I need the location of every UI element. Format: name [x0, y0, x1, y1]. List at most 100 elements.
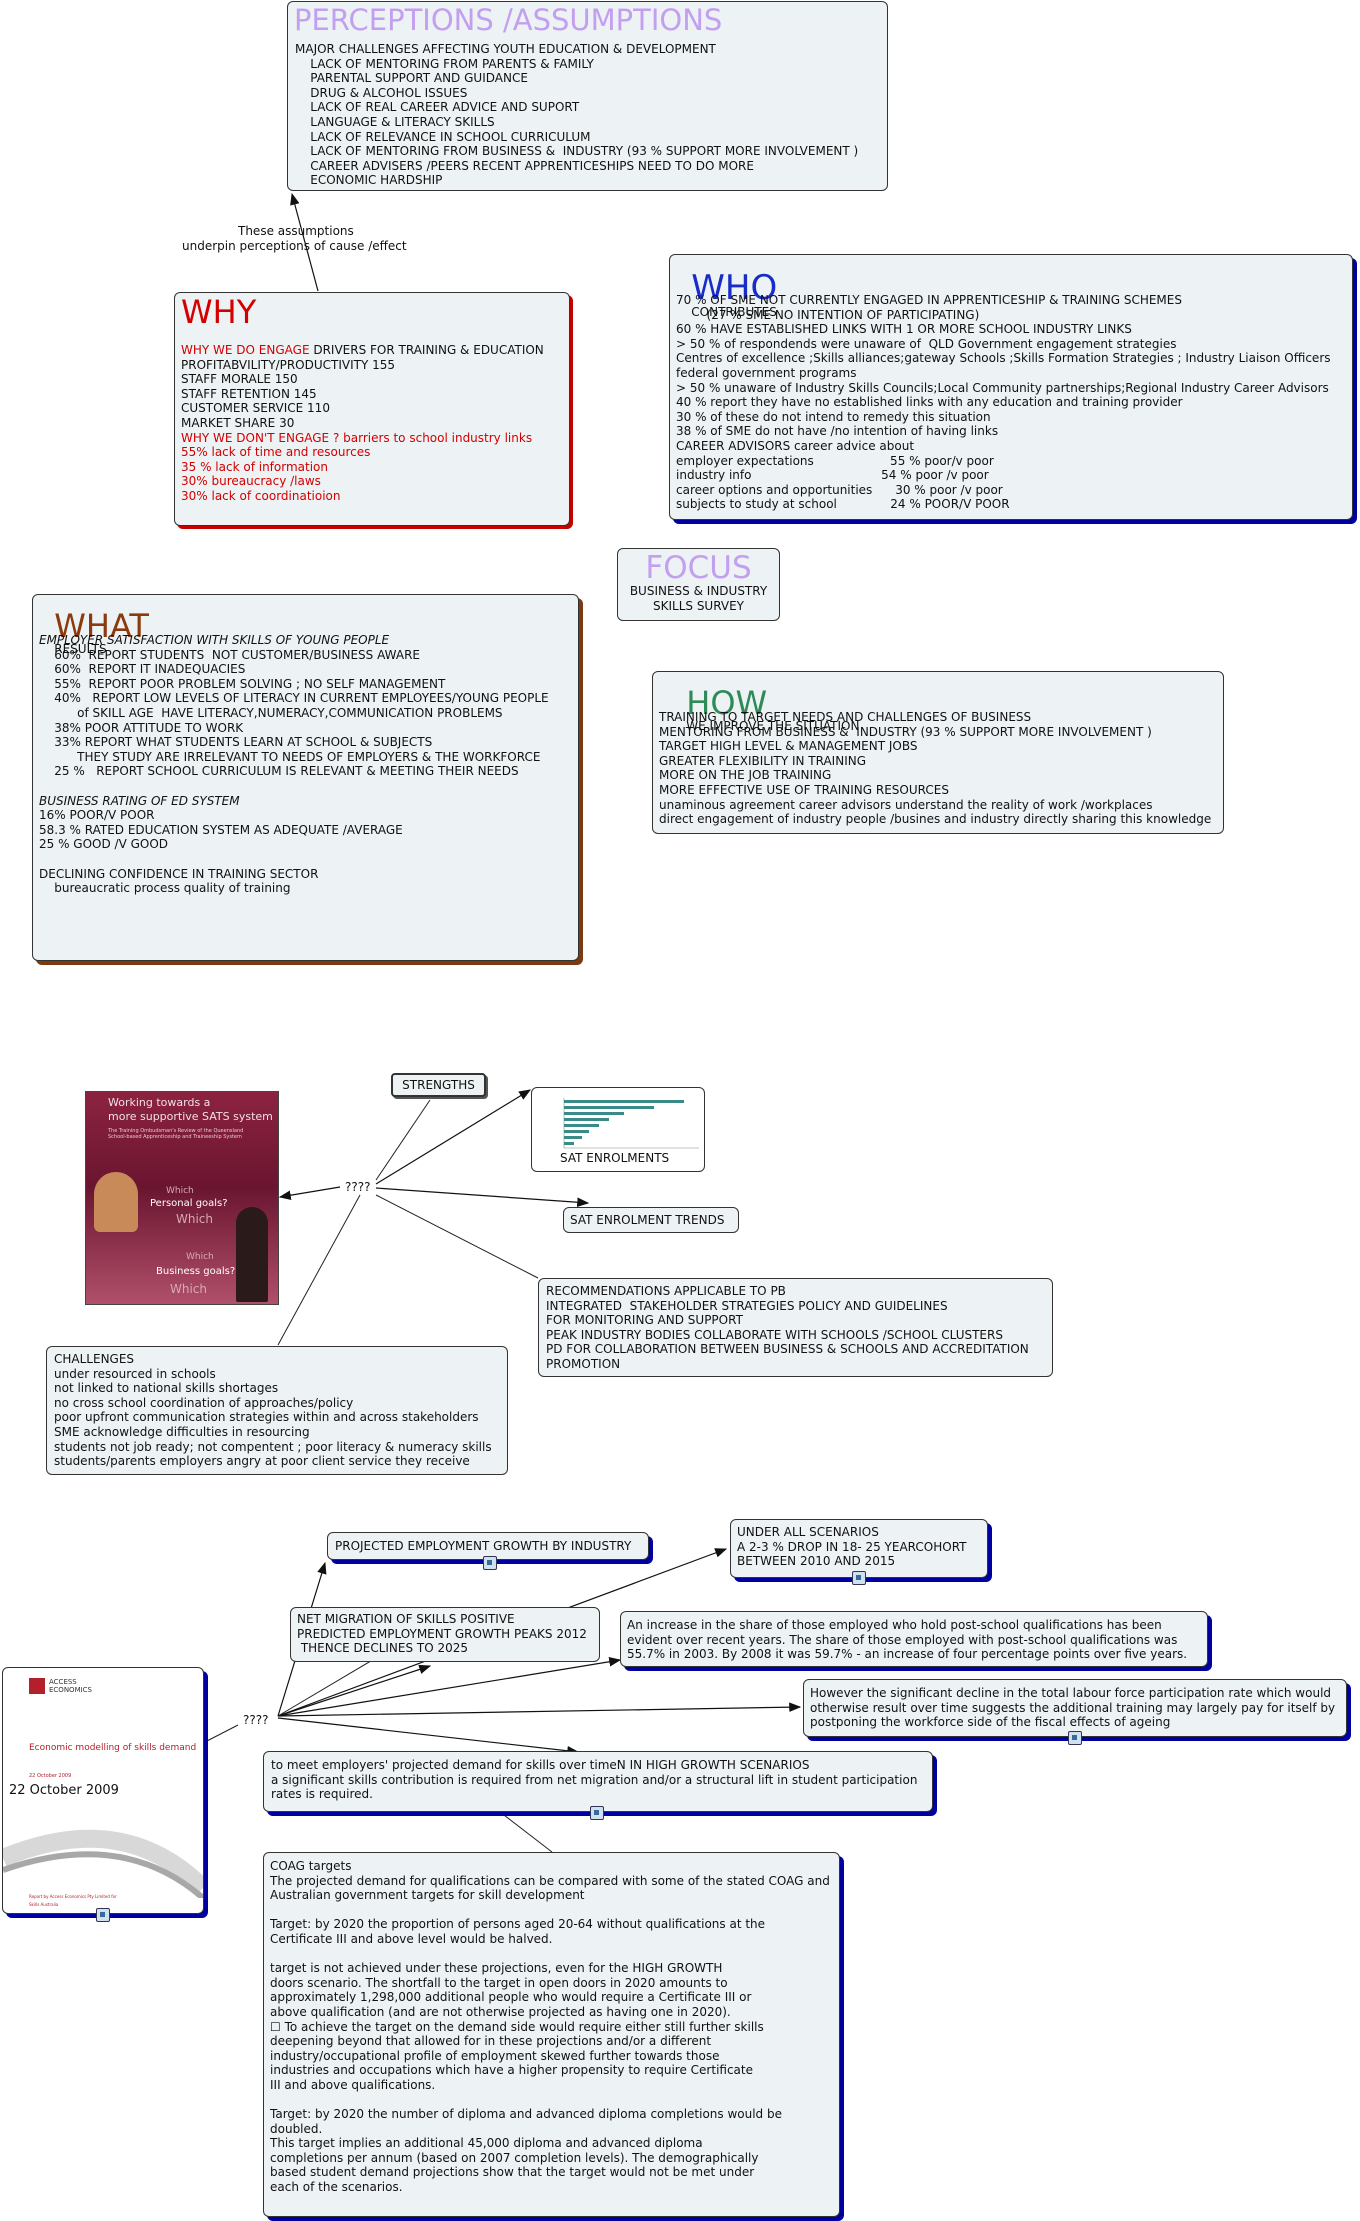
- who-line: industry info 54 % poor /v poor: [676, 468, 1331, 483]
- who-line: career options and opportunities 30 % po…: [676, 483, 1331, 498]
- why-driver-line: CUSTOMER SERVICE 110: [181, 401, 544, 416]
- what-satisfaction-lines: 60% REPORT STUDENTS NOT CUSTOMER/BUSINES…: [39, 648, 549, 779]
- sat-enrolments-thumbnail: [534, 1090, 704, 1152]
- net-migration-lines: NET MIGRATION OF SKILLS POSITIVEPREDICTE…: [297, 1612, 587, 1656]
- why-node[interactable]: WHY WHY WE DO ENGAGE DRIVERS FOR TRAININ…: [174, 292, 570, 526]
- sat-enrolment-trends-node[interactable]: SAT ENROLMENT TRENDS: [563, 1207, 739, 1233]
- attachment-icon[interactable]: [590, 1806, 604, 1820]
- who-node[interactable]: WHO CONTRIBUTES 70 % OF SME NOT CURRENTL…: [669, 254, 1353, 520]
- perceptions-node[interactable]: PERCEPTIONS /ASSUMPTIONS MAJOR CHALLENGE…: [287, 1, 888, 191]
- what-satisfaction-line: 60% REPORT IT INADEQUACIES: [39, 662, 549, 677]
- coag-line: doors scenario. The shortfall to the tar…: [270, 1976, 830, 1991]
- sat-enrolments-label: SAT ENROLMENTS: [560, 1151, 669, 1165]
- coag-line: industries and occupations which have a …: [270, 2063, 830, 2078]
- sats-cover-title-2: more supportive SATS system: [108, 1110, 273, 1123]
- attachment-icon[interactable]: [96, 1908, 110, 1922]
- econ-cover-swoosh: [3, 1808, 203, 1898]
- participation-decline-line: otherwise result over time suggests the …: [810, 1701, 1335, 1716]
- coag-line: based student demand projections show th…: [270, 2165, 830, 2180]
- econ-cover-footer-2: Skills Australia: [29, 1902, 58, 1907]
- projected-growth-label: PROJECTED EMPLOYMENT GROWTH BY INDUSTRY: [335, 1539, 631, 1553]
- sats-cover-small: The Training Ombudsman's Review of the Q…: [108, 1128, 258, 1140]
- scenario-line: A 2-3 % DROP IN 18- 25 YEARCOHORT: [737, 1540, 967, 1555]
- how-lines: TRAINING TO TARGET NEEDS AND CHALLENGES …: [659, 710, 1211, 827]
- econ-cover-date: 22 October 2009: [9, 1783, 119, 1798]
- coag-line: Target: by 2020 the number of diploma an…: [270, 2107, 830, 2122]
- what-node[interactable]: WHAT RESULTS EMPLOYER SATISFACTION WITH …: [32, 594, 579, 961]
- what-satisfaction-line: THEY STUDY ARE IRRELEVANT TO NEEDS OF EM…: [39, 750, 549, 765]
- sats-cover-business-goals: Business goals?: [156, 1266, 235, 1277]
- sats-cover-title-1: Working towards a: [108, 1096, 210, 1109]
- who-line: employer expectations 55 % poor/v poor: [676, 454, 1331, 469]
- perceptions-line: MAJOR CHALLENGES AFFECTING YOUTH EDUCATI…: [295, 42, 858, 57]
- what-rating-line: 25 % GOOD /V GOOD: [39, 837, 549, 852]
- skills-demand-line: rates is required.: [271, 1787, 917, 1802]
- who-line: (27 % SME NO INTENTION OF PARTICIPATING): [676, 308, 1331, 323]
- sats-cover-personal-goals: Personal goals?: [150, 1198, 228, 1209]
- who-line: Centres of excellence ;Skills alliances;…: [676, 351, 1331, 366]
- focus-node[interactable]: FOCUS BUSINESS & INDUSTRY SKILLS SURVEY: [617, 548, 780, 621]
- attachment-icon[interactable]: [852, 1571, 866, 1585]
- how-node[interactable]: HOW WE IMPROVE THE SITUATION TRAINING TO…: [652, 671, 1224, 834]
- recommendation-line: PEAK INDUSTRY BODIES COLLABORATE WITH SC…: [546, 1328, 1029, 1343]
- why-barrier-line: 30% bureaucracy /laws: [181, 474, 544, 489]
- what-confidence-line: bureaucratic process quality of training: [39, 881, 549, 896]
- who-line: 40 % report they have no established lin…: [676, 395, 1331, 410]
- who-line: federal government programs: [676, 366, 1331, 381]
- coag-targets-lines: COAG targetsThe projected demand for qua…: [270, 1859, 830, 2195]
- skills-demand-node[interactable]: to meet employers' projected demand for …: [263, 1751, 933, 1812]
- what-rating-lines: 16% POOR/V POOR58.3 % RATED EDUCATION SY…: [39, 808, 549, 852]
- recommendation-line: PD FOR COLLABORATION BETWEEN BUSINESS & …: [546, 1342, 1029, 1357]
- what-satisfaction-line: 33% REPORT WHAT STUDENTS LEARN AT SCHOOL…: [39, 735, 549, 750]
- who-line: 60 % HAVE ESTABLISHED LINKS WITH 1 OR MO…: [676, 322, 1331, 337]
- challenge-line: under resourced in schools: [54, 1367, 492, 1382]
- strengths-node[interactable]: STRENGTHS: [391, 1073, 486, 1097]
- sats-cover-person-1: [94, 1172, 138, 1232]
- sats-cover-which-1: Which: [166, 1186, 194, 1196]
- sat-enrolments-node[interactable]: SAT ENROLMENTS: [531, 1087, 705, 1172]
- econ-cover-brand-2: ECONOMICS: [49, 1686, 92, 1694]
- coag-line: [270, 1903, 830, 1918]
- how-line: unaminous agreement career advisors unde…: [659, 798, 1211, 813]
- attachment-icon[interactable]: [483, 1556, 497, 1570]
- econ-cover-brand-1: ACCESS: [49, 1678, 77, 1686]
- qualifications-increase-node[interactable]: An increase in the share of those employ…: [620, 1611, 1208, 1667]
- sats-report-cover[interactable]: Working towards a more supportive SATS s…: [85, 1091, 279, 1305]
- who-line: 70 % OF SME NOT CURRENTLY ENGAGED IN APP…: [676, 293, 1331, 308]
- perceptions-line: LACK OF REAL CAREER ADVICE AND SUPORT: [295, 100, 858, 115]
- coag-line: industry/occupational profile of employm…: [270, 2049, 830, 2064]
- net-migration-line: THENCE DECLINES TO 2025: [297, 1641, 587, 1656]
- what-satisfaction-line: 25 % REPORT SCHOOL CURRICULUM IS RELEVAN…: [39, 764, 549, 779]
- how-line: MENTORING FROM BUSINESS & INDUSTRY (93 %…: [659, 725, 1211, 740]
- why-barrier-line: 55% lack of time and resources: [181, 445, 544, 460]
- challenge-line: no cross school coordination of approach…: [54, 1396, 492, 1411]
- perceptions-line: LACK OF MENTORING FROM PARENTS & FAMILY: [295, 57, 858, 72]
- why-barrier-line: WHY WE DON'T ENGAGE ? barriers to school…: [181, 431, 544, 446]
- participation-decline-node[interactable]: However the significant decline in the t…: [803, 1679, 1347, 1737]
- who-line: CAREER ADVISORS career advice about: [676, 439, 1331, 454]
- perceptions-line: PARENTAL SUPPORT AND GUIDANCE: [295, 71, 858, 86]
- perceptions-line: LACK OF RELEVANCE IN SCHOOL CURRICULUM: [295, 130, 858, 145]
- sat-enrolment-trends-label: SAT ENROLMENT TRENDS: [570, 1213, 724, 1227]
- why-title: WHY: [181, 296, 256, 328]
- skills-demand-lines: to meet employers' projected demand for …: [271, 1758, 917, 1802]
- assumption-label-1: These assumptions: [238, 224, 354, 238]
- perceptions-line: LANGUAGE & LITERACY SKILLS: [295, 115, 858, 130]
- why-driver-line: STAFF MORALE 150: [181, 372, 544, 387]
- coag-line: completions per annum (based on 2007 com…: [270, 2151, 830, 2166]
- scenario-line: BETWEEN 2010 AND 2015: [737, 1554, 967, 1569]
- attachment-icon[interactable]: [1068, 1731, 1082, 1745]
- challenge-line: students not job ready; not compentent ;…: [54, 1440, 492, 1455]
- perceptions-line: DRUG & ALCOHOL ISSUES: [295, 86, 858, 101]
- econ-report-cover[interactable]: ACCESS ECONOMICS Economic modelling of s…: [2, 1667, 204, 1914]
- coag-line: ☐ To achieve the target on the demand si…: [270, 2020, 830, 2035]
- what-rating-line: 16% POOR/V POOR: [39, 808, 549, 823]
- focus-title: FOCUS: [618, 553, 779, 584]
